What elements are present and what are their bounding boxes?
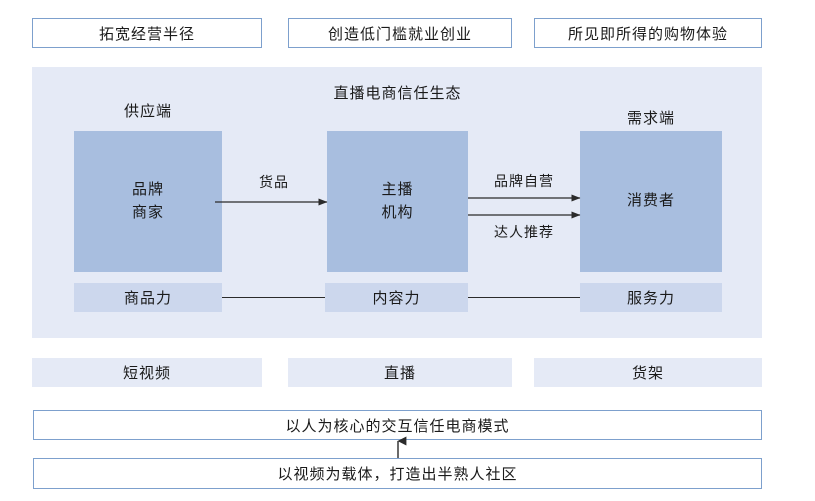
channel-bar-short-video-label: 短视频 [122, 366, 171, 382]
channel-bar-short-video: 短视频 [32, 358, 262, 387]
node-host-agency: 主播 机构 [327, 131, 468, 272]
top-pill-1: 拓宽经营半径 [32, 18, 262, 48]
top-pill-1-label: 拓宽经营半径 [98, 26, 195, 43]
node-brand-merchant-line1: 品牌 [131, 182, 164, 198]
channel-bar-shelf-label: 货架 [631, 366, 664, 382]
capability-bar-content-label: 内容力 [372, 291, 421, 307]
node-brand-merchant-line2: 商家 [131, 204, 164, 221]
capability-connector-right [468, 297, 580, 298]
conclusion-primary-box: 以人为核心的交互信任电商模式 [33, 410, 762, 440]
node-consumer: 消费者 [580, 131, 722, 272]
channel-bar-livestream: 直播 [288, 358, 512, 387]
capability-connector-left [222, 297, 325, 298]
top-pill-2-label: 创造低门槛就业创业 [327, 26, 472, 43]
capability-bar-content: 内容力 [325, 283, 468, 312]
node-host-agency-line1: 主播 [381, 182, 414, 198]
node-consumer-line1: 消费者 [626, 193, 675, 210]
channel-bar-livestream-label: 直播 [383, 366, 416, 382]
capability-bar-product: 商品力 [74, 283, 222, 312]
conclusion-secondary-box: 以视频为载体，打造出半熟人社区 [33, 458, 762, 489]
demand-side-label: 需求端 [626, 111, 675, 127]
top-pill-2: 创造低门槛就业创业 [288, 18, 512, 48]
flow-label-goods: 货品 [259, 176, 289, 191]
top-pill-3-label: 所见即所得的购物体验 [567, 26, 728, 43]
node-host-agency-line2: 机构 [381, 204, 414, 221]
capability-bar-product-label: 商品力 [123, 291, 172, 307]
flow-label-brand-self-operated: 品牌自营 [494, 175, 554, 190]
supply-side-label: 供应端 [123, 104, 172, 120]
capability-bar-service-label: 服务力 [626, 291, 675, 307]
flow-label-influencer-recommend: 达人推荐 [494, 226, 554, 241]
conclusion-primary-label: 以人为核心的交互信任电商模式 [285, 418, 510, 435]
conclusion-secondary-label: 以视频为载体，打造出半熟人社区 [277, 467, 518, 483]
capability-bar-service: 服务力 [580, 283, 722, 312]
node-brand-merchant: 品牌 商家 [74, 131, 222, 272]
channel-bar-shelf: 货架 [534, 358, 762, 387]
top-pill-3: 所见即所得的购物体验 [534, 18, 762, 48]
ecosystem-title: 直播电商信任生态 [333, 86, 462, 102]
